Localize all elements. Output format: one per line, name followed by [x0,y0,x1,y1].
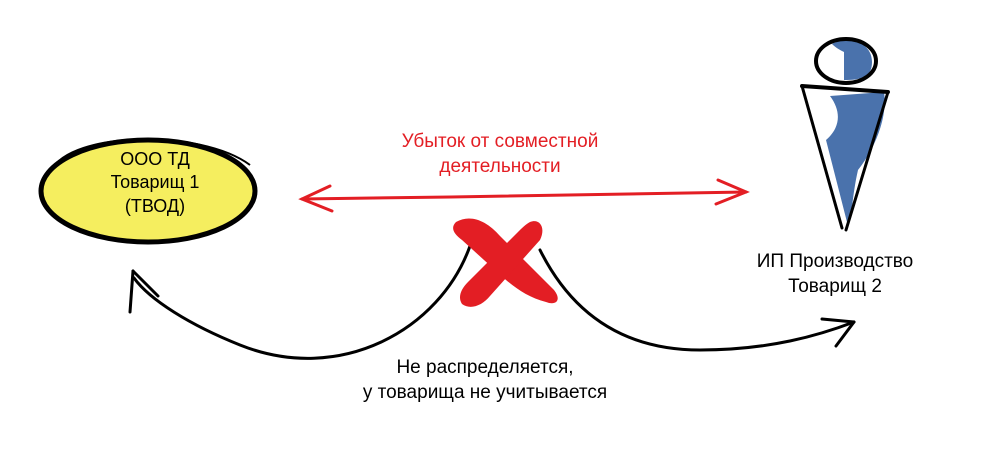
right-entity-line2: Товарищ 2 [788,275,882,297]
red-cross-icon [453,218,558,307]
left-entity-ellipse [38,137,258,245]
curve-arrow-left [128,244,472,360]
left-entity-label: ООО ТД Товарищ 1 (ТВОД) [60,148,250,218]
loss-label-line1: Убыток от совместной [401,131,599,152]
person-icon [800,37,890,232]
curve-arrow-right [538,248,856,352]
left-entity-line2: Товарищ 1 [110,172,200,193]
left-entity-line1: ООО ТД [120,149,190,169]
right-entity-label: ИП Производство Товарищ 2 [725,250,945,299]
loss-label-line2: деятельности [439,155,561,177]
bottom-note-line1: Не распределяется, [396,357,574,378]
right-entity-line1: ИП Производство [756,251,914,272]
bottom-note-line2: у товарища не учитывается [362,381,608,403]
bottom-note-label: Не распределяется, у товарища не учитыва… [310,356,660,405]
loss-double-arrow [298,178,750,213]
left-entity-line3: (ТВОД) [124,195,186,216]
loss-label: Убыток от совместной деятельности [350,130,650,179]
